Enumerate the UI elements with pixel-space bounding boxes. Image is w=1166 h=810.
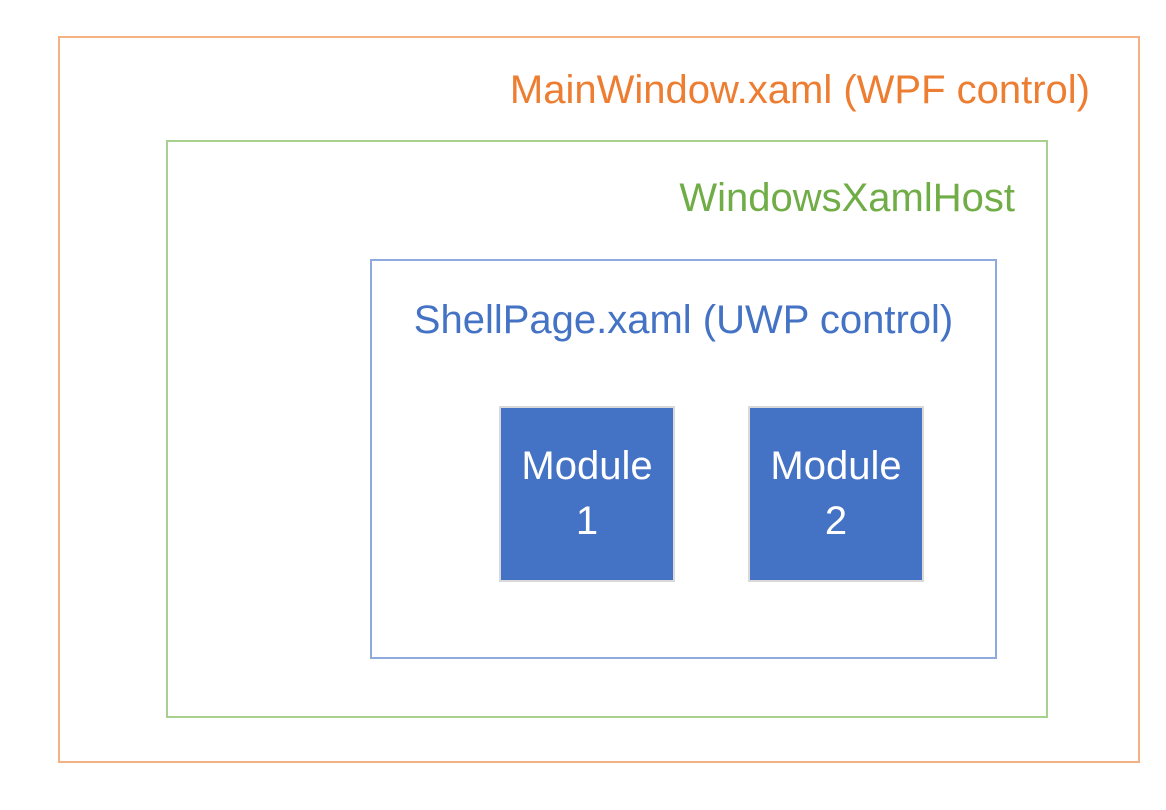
mainwindow-wpf-label: MainWindow.xaml (WPF control) xyxy=(509,68,1090,112)
windowsxamlhost-box xyxy=(166,140,1048,718)
module-1-label-line1: Module xyxy=(521,443,653,488)
windowsxamlhost-label: WindowsXamlHost xyxy=(679,176,1015,220)
module-1-label-line2: 1 xyxy=(575,499,599,543)
shellpage-uwp-box xyxy=(370,259,997,659)
shellpage-uwp-label: ShellPage.xaml (UWP control) xyxy=(413,298,954,342)
module-1-box: Module 1 xyxy=(499,406,675,582)
mainwindow-wpf-box xyxy=(58,36,1140,763)
module-2-label-line2: 2 xyxy=(824,499,848,543)
module-2-label-line1: Module xyxy=(770,443,902,488)
module-2-box: Module 2 xyxy=(748,406,924,582)
